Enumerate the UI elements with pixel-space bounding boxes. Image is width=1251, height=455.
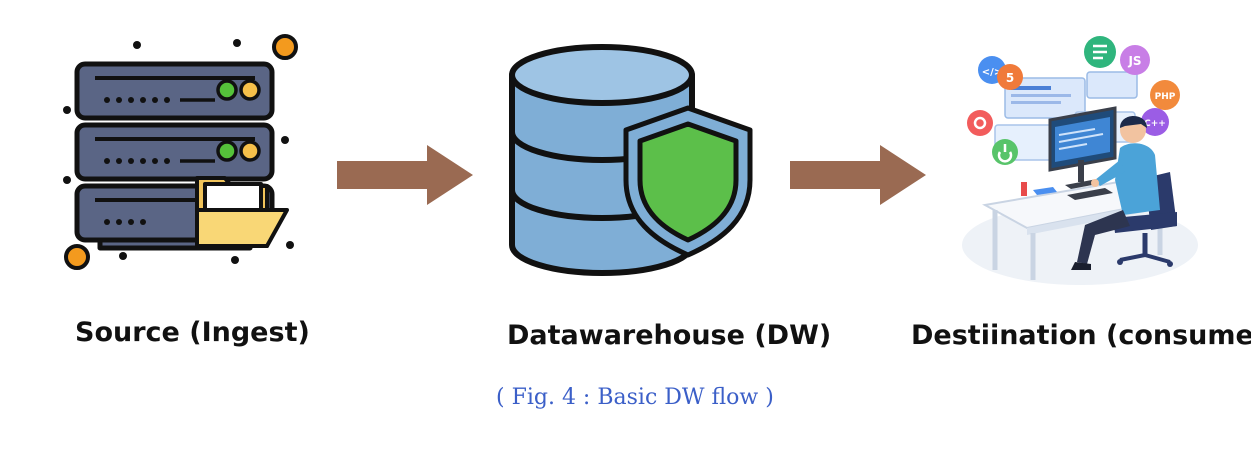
database-with-shield-icon: [509, 44, 753, 276]
js-badge: JS: [1127, 54, 1141, 68]
node-label-destination: Destiination (consume): [911, 320, 1251, 351]
right-arrow-icon: [790, 145, 926, 205]
node-label-datawarehouse: Datawarehouse (DW): [507, 320, 832, 351]
html5-badge: 5: [1006, 71, 1014, 85]
php-badge: PHP: [1155, 92, 1176, 102]
node-label-source: Source (Ingest): [75, 317, 310, 348]
server-with-folder-icon: [63, 34, 298, 270]
cpp-badge: C++: [1144, 119, 1166, 129]
right-arrow-icon: [337, 145, 473, 205]
developer-at-desk-icon: </> 5 JS PHP C++: [962, 36, 1198, 285]
code-badge: </>: [982, 67, 1002, 78]
figure-caption: ( Fig. 4 : Basic DW flow ): [496, 385, 774, 410]
